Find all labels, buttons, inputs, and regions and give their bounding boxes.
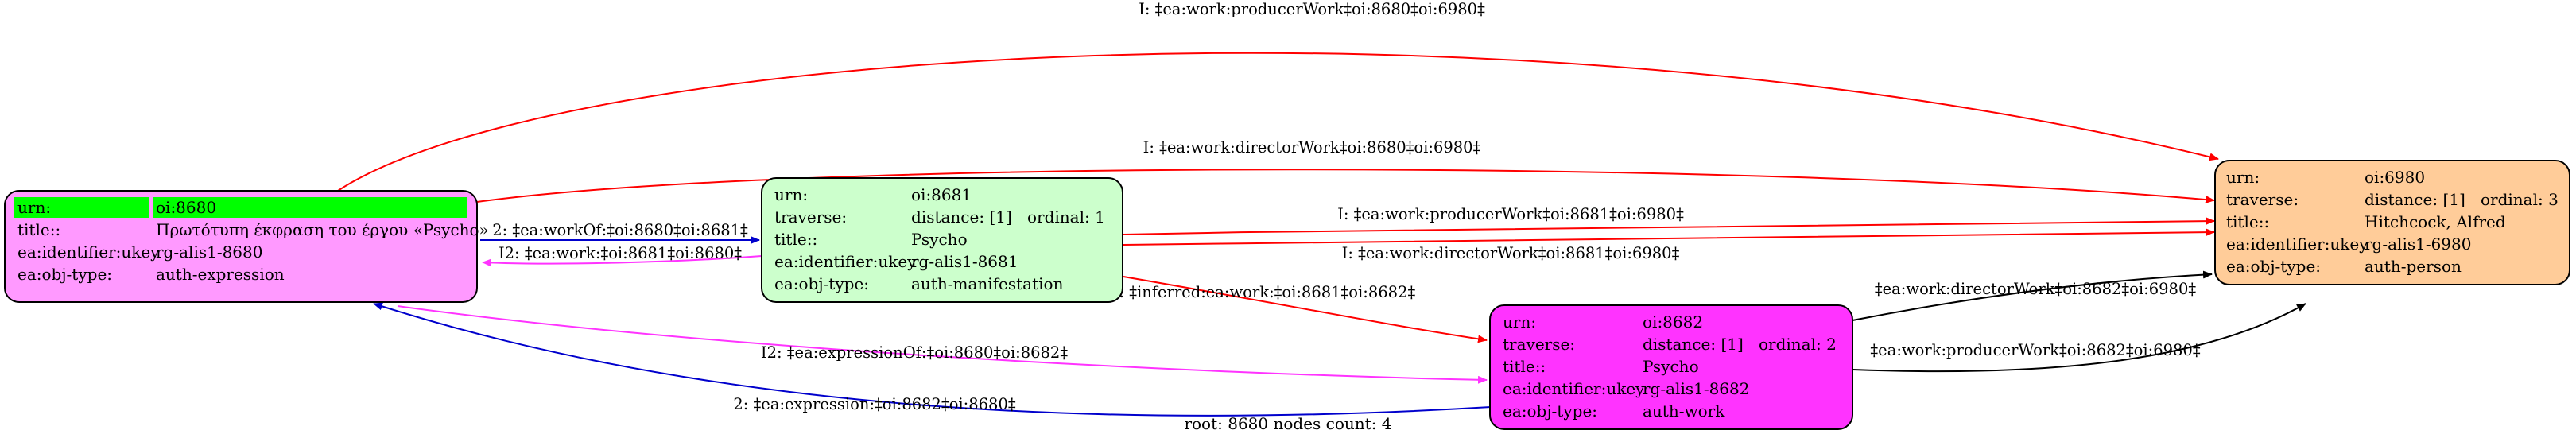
edge-label: I: ‡ea:work:producerWork‡oi:8681‡oi:6980… — [1337, 205, 1684, 223]
edge-label: 2: ‡ea:expression:‡oi:8682‡oi:8680‡ — [733, 395, 1016, 413]
node-6980[interactable]: urn: oi:6980 traverse: distance: [1] ord… — [2214, 160, 2570, 285]
node-extra: ordinal: 2 — [1759, 335, 1837, 354]
node-value: oi:8681 — [911, 185, 972, 204]
node-key: traverse: — [774, 207, 847, 227]
edge-label: ‡ea:work:directorWork‡oi:8682‡oi:6980‡ — [1875, 280, 2196, 298]
node-extra: ordinal: 1 — [1027, 207, 1105, 227]
node-8680[interactable]: urn: oi:8680 title:: Πρωτότυπη έκφραση τ… — [4, 190, 489, 303]
urn-highlight — [153, 197, 467, 218]
node-key: traverse: — [2226, 190, 2299, 209]
node-value: Hitchcock, Alfred — [2365, 212, 2506, 231]
node-value: Psycho — [911, 230, 968, 249]
node-value: rg-alis1-6980 — [2365, 235, 2471, 254]
node-value: Psycho — [1643, 357, 1699, 376]
node-value: oi:8682 — [1643, 312, 1703, 331]
edge-workof-8680-8681[interactable]: 2: ‡ea:workOf:‡oi:8680‡oi:8681‡ — [480, 221, 760, 244]
node-key: ea:identifier:ukey — [774, 252, 917, 271]
node-value: rg-alis1-8682 — [1643, 379, 1749, 398]
node-key: urn: — [774, 185, 808, 204]
node-key: title:: — [774, 230, 817, 249]
node-value: auth-manifestation — [911, 274, 1064, 293]
edge-label: ‡ea:work:producerWork‡oi:8682‡oi:6980‡ — [1870, 341, 2200, 359]
node-value: distance: [1] — [911, 207, 1012, 227]
edge-label: 2: ‡ea:workOf:‡oi:8680‡oi:8681‡ — [492, 221, 748, 239]
edge-director-8682-6980[interactable]: ‡ea:work:directorWork‡oi:8682‡oi:6980‡ — [1852, 270, 2213, 321]
graph-footer: root: 8680 nodes count: 4 — [1184, 414, 1391, 433]
node-key: urn: — [1503, 312, 1536, 331]
node-key: traverse: — [1503, 335, 1575, 354]
edge-producer-8681-6980[interactable]: I: ‡ea:work:producerWork‡oi:8681‡oi:6980… — [1123, 205, 2215, 235]
edge-producer-8680-6980[interactable]: I: ‡ea:work:producerWork‡oi:8680‡oi:6980… — [337, 0, 2219, 192]
node-key: urn: — [2226, 168, 2260, 187]
node-8682[interactable]: urn: oi:8682 traverse: distance: [1] ord… — [1489, 304, 1853, 430]
node-key: ea:obj-type: — [774, 274, 869, 293]
node-key: ea:obj-type: — [17, 265, 112, 284]
node-key: ea:obj-type: — [1503, 401, 1597, 421]
edge-producer-8682-6980[interactable]: ‡ea:work:producerWork‡oi:8682‡oi:6980‡ — [1852, 303, 2306, 373]
node-key: urn: — [17, 198, 51, 217]
edge-expression-8682-8680[interactable]: 2: ‡ea:expression:‡oi:8682‡oi:8680‡ — [373, 302, 1492, 417]
node-value: auth-work — [1643, 401, 1725, 421]
node-key: ea:obj-type: — [2226, 257, 2321, 276]
node-value: oi:6980 — [2365, 168, 2425, 187]
edge-director-8681-6980[interactable]: I: ‡ea:work:directorWork‡oi:8681‡oi:6980… — [1123, 228, 2215, 262]
node-value: rg-alis1-8680 — [156, 242, 262, 262]
edge-label: I: ‡inferred:ea:work:‡oi:8681‡oi:8682‡ — [1113, 283, 1416, 301]
edge-director-8680-6980[interactable]: I: ‡ea:work:directorWork‡oi:8680‡oi:6980… — [476, 138, 2215, 204]
node-value: auth-person — [2365, 257, 2462, 276]
node-key: ea:identifier:ukey — [1503, 379, 1645, 398]
edge-label: I2: ‡ea:expressionOf:‡oi:8680‡oi:8682‡ — [761, 343, 1068, 362]
node-value: Πρωτότυπη έκφραση του έργου «Psycho» — [156, 220, 489, 239]
edge-label: I: ‡ea:work:directorWork‡oi:8680‡oi:6980… — [1143, 138, 1481, 157]
edge-label: I: ‡ea:work:producerWork‡oi:8680‡oi:6980… — [1139, 0, 1485, 18]
edge-inferred-8681-8682[interactable]: I: ‡inferred:ea:work:‡oi:8681‡oi:8682‡ — [1113, 276, 1488, 343]
node-value: auth-expression — [156, 265, 285, 284]
node-key: ea:identifier:ukey — [17, 242, 160, 262]
node-key: ea:identifier:ukey — [2226, 235, 2368, 254]
node-value: distance: [1] — [1643, 335, 1744, 354]
urn-highlight — [14, 197, 149, 218]
edge-expressionof-8680-8682[interactable]: I2: ‡ea:expressionOf:‡oi:8680‡oi:8682‡ — [397, 305, 1488, 384]
node-8681[interactable]: urn: oi:8681 traverse: distance: [1] ord… — [761, 177, 1123, 303]
node-value: oi:8680 — [156, 198, 216, 217]
edge-work-8681-8680[interactable]: I2: ‡ea:work:‡oi:8681‡oi:8680‡ — [482, 244, 762, 267]
node-value: rg-alis1-8681 — [911, 252, 1018, 271]
edge-label: I: ‡ea:work:directorWork‡oi:8681‡oi:6980… — [1342, 244, 1680, 262]
node-key: title:: — [1503, 357, 1546, 376]
edge-label: I2: ‡ea:work:‡oi:8681‡oi:8680‡ — [499, 244, 742, 262]
node-key: title:: — [17, 220, 60, 239]
node-extra: ordinal: 3 — [2481, 190, 2559, 209]
node-key: title:: — [2226, 212, 2269, 231]
node-value: distance: [1] — [2365, 190, 2465, 209]
